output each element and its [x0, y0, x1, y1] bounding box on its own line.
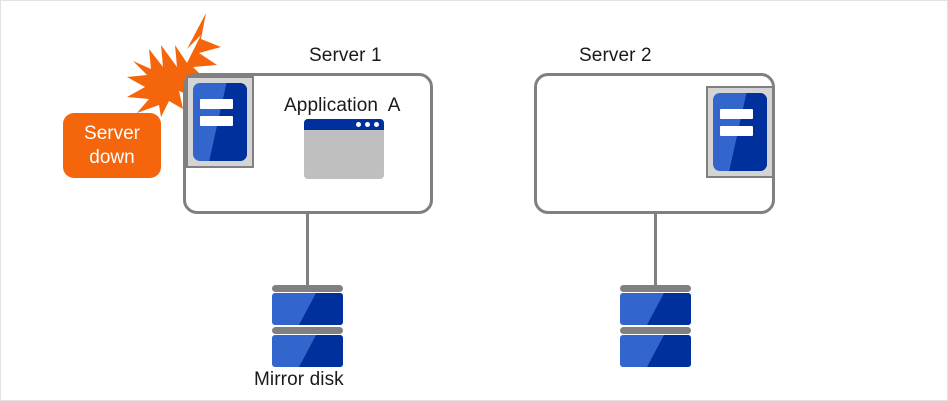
disk-stack-icon-1: [272, 285, 343, 369]
disk-segment-2: [272, 335, 343, 367]
disk-segment-1: [272, 293, 343, 325]
disk-segment-2-shade: [298, 335, 343, 367]
status-badge-server-down: Server down: [63, 113, 161, 178]
status-badge-line2: down: [89, 146, 135, 168]
server-machine-bar-bottom: [720, 125, 754, 136]
server-machine-icon: [706, 86, 774, 178]
server-machine-bar-bottom: [200, 115, 234, 126]
server-machine-body: [713, 93, 767, 171]
disk-segment-1-shade: [646, 293, 691, 325]
app-window-icon: [304, 119, 384, 179]
disk-cap-1: [272, 285, 343, 292]
server-machine-bar-top: [200, 98, 234, 109]
disk-cap-2: [272, 327, 343, 334]
app-window-titlebar: [304, 119, 384, 130]
disk-segment-2: [620, 335, 691, 367]
app-window-dot-2: [365, 122, 370, 127]
server-machine-bar-top: [720, 108, 754, 119]
disk-segment-1: [620, 293, 691, 325]
server-2-title: Server 2: [579, 45, 652, 66]
server-machine-body: [193, 83, 247, 161]
server-machine-icon: [186, 76, 254, 168]
disk-cap-2: [620, 327, 691, 334]
disk-stack-icon-2: [620, 285, 691, 369]
server-1-title: Server 1: [309, 45, 382, 66]
app-window-dot-1: [356, 122, 361, 127]
application-a-label: Application A: [284, 95, 401, 116]
disk-segment-1-shade: [298, 293, 343, 325]
disk-cap-1: [620, 285, 691, 292]
lightning-burst-icon: [113, 5, 225, 117]
app-window-dot-3: [374, 122, 379, 127]
connector-server-1-to-disk: [306, 214, 309, 286]
disk-segment-2-shade: [646, 335, 691, 367]
status-badge-line1: Server: [84, 122, 140, 144]
mirror-disk-label: Mirror disk: [254, 369, 344, 390]
connector-server-2-to-disk: [654, 214, 657, 286]
